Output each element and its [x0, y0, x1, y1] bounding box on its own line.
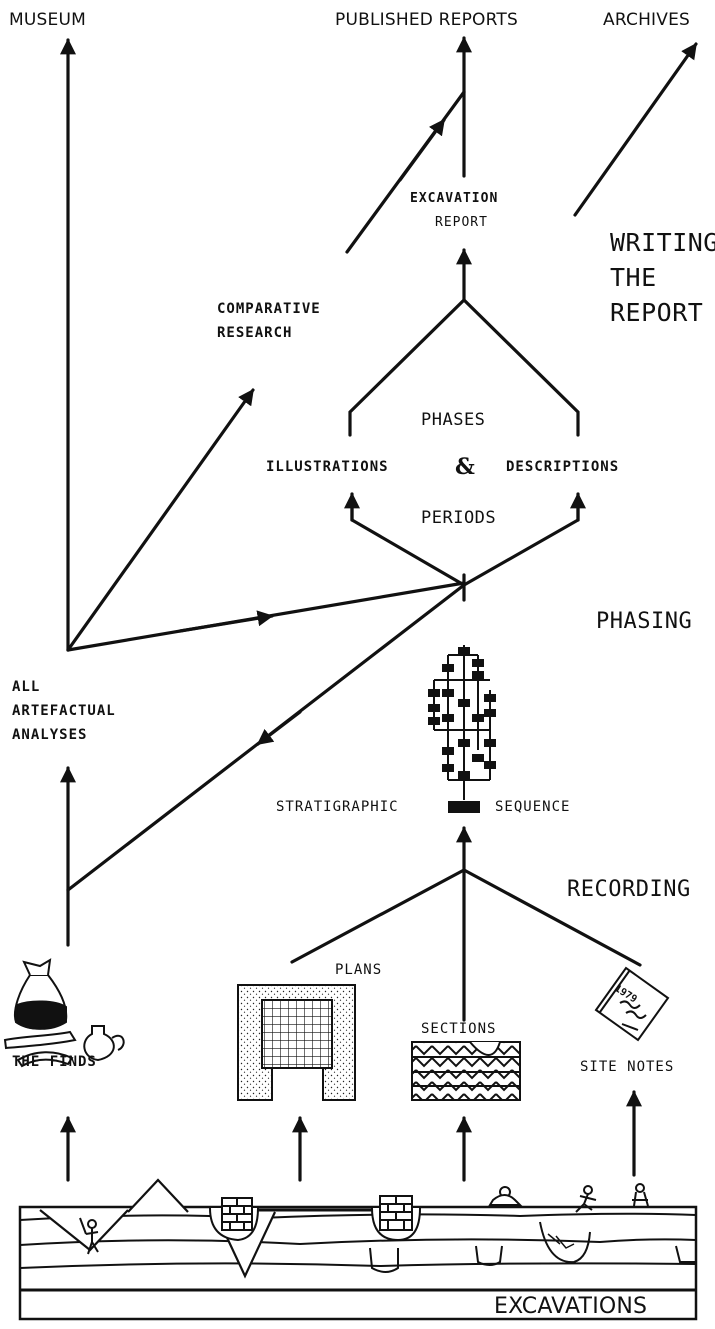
ampersand-label: & — [455, 454, 475, 480]
recording-label: RECORDING — [567, 877, 691, 902]
archives-arrow — [573, 42, 698, 217]
analyses-line2: ARTEFACTUAL — [12, 703, 116, 719]
site-notes-label: SITE NOTES — [580, 1059, 675, 1075]
periods-label: PERIODS — [421, 508, 497, 528]
comparative-research-line2: RESEARCH — [217, 325, 293, 341]
illustrations-label: ILLUSTRATIONS — [266, 459, 389, 475]
recording-fork — [290, 826, 642, 1022]
phasing-fork — [344, 492, 586, 602]
notebook-icon — [594, 966, 670, 1042]
plans-drawing — [237, 984, 356, 1101]
writing-label-line1: WRITING — [610, 228, 715, 257]
writing-label-line2: THE — [610, 263, 657, 292]
museum-label: MUSEUM — [9, 10, 86, 30]
writing-label-line3: REPORT — [610, 298, 704, 327]
research-to-published-arrow — [345, 90, 466, 254]
analyses-line1: ALL — [12, 679, 41, 695]
analyses-hub — [66, 388, 466, 652]
analyses-line3: ANALYSES — [12, 727, 88, 743]
stratigraphic-matrix — [428, 645, 496, 813]
sections-drawing — [411, 1041, 521, 1101]
report-fork — [348, 248, 580, 437]
descriptions-label: DESCRIPTIONS — [506, 459, 620, 475]
published-reports-label: PUBLISHED REPORTS — [335, 10, 518, 30]
phases-label: PHASES — [421, 410, 486, 430]
the-finds-label: THE FINDS — [12, 1054, 97, 1070]
comparative-research-line1: COMPARATIVE — [217, 301, 321, 317]
sections-label: SECTIONS — [421, 1021, 497, 1037]
record-arrows — [60, 1090, 642, 1182]
archives-label: ARCHIVES — [603, 10, 691, 30]
excavation-report-line1: EXCAVATION — [410, 191, 499, 206]
sequence-label: SEQUENCE — [495, 799, 571, 815]
stratigraphic-label: STRATIGRAPHIC — [276, 799, 399, 815]
excavations-label: EXCAVATIONS — [494, 1294, 648, 1319]
excavation-section — [18, 1178, 698, 1321]
phasing-label: PHASING — [596, 609, 693, 634]
plans-label: PLANS — [335, 962, 383, 978]
finds-flow — [60, 583, 466, 947]
excavation-report-line2: REPORT — [435, 215, 488, 230]
finds-illustration — [3, 958, 125, 1068]
